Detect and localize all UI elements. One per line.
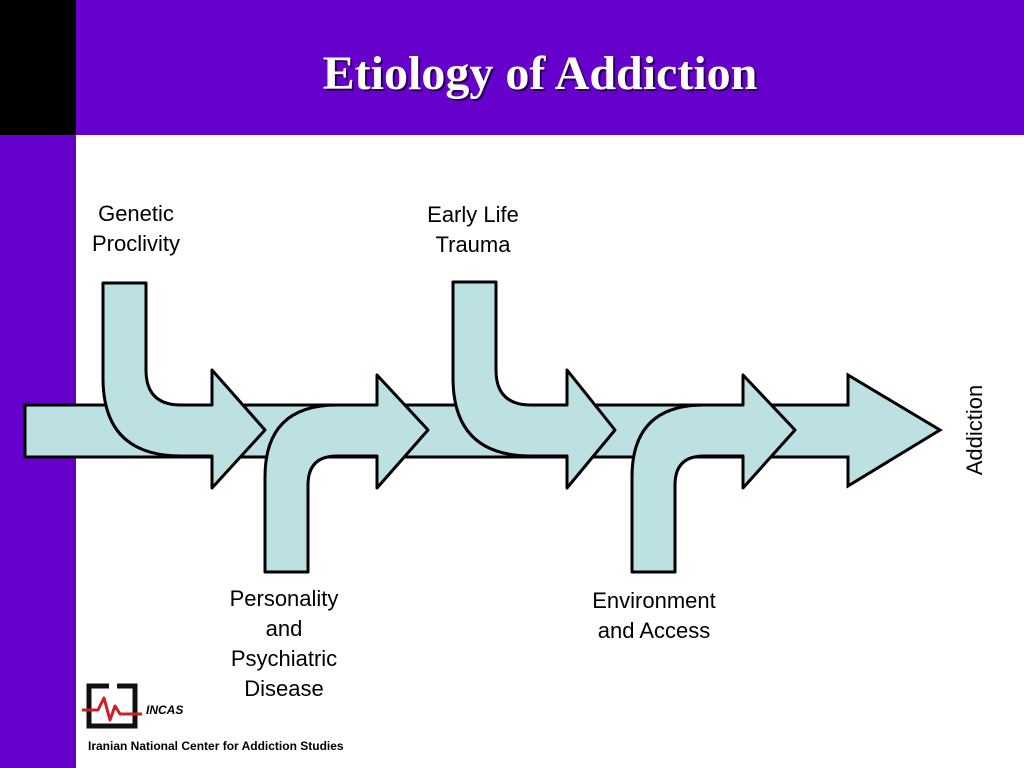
label-personality-psychiatric-disease: Personality and Psychiatric Disease — [209, 584, 359, 704]
bent-arrow-environment — [630, 373, 797, 574]
organization-name: Iranian National Center for Addiction St… — [88, 739, 344, 753]
outcome-label-addiction: Addiction — [962, 384, 987, 476]
bent-arrow-personality — [263, 373, 430, 574]
label-line: Trauma — [435, 232, 511, 257]
label-line: Environment — [592, 588, 716, 613]
label-line: Proclivity — [91, 231, 180, 256]
label-line: Genetic — [98, 201, 174, 226]
label-line: and Access — [597, 618, 711, 643]
slide-title: Etiology of Addiction — [322, 47, 758, 100]
label-line: Early Life — [427, 202, 519, 227]
logo-text: INCAS — [146, 703, 184, 717]
label-environment-access: Environment and Access — [574, 586, 734, 646]
label-line: and — [265, 616, 303, 641]
corner-block — [0, 0, 76, 135]
title-band — [0, 0, 1024, 135]
label-line: Psychiatric — [230, 646, 338, 671]
label-line: Personality — [229, 586, 339, 611]
bent-arrow-genetic — [101, 281, 267, 490]
label-early-life-trauma: Early Life Trauma — [403, 200, 543, 260]
label-genetic-proclivity: Genetic Proclivity — [66, 199, 206, 259]
bent-arrow-trauma — [451, 280, 617, 490]
label-line: Disease — [244, 676, 324, 701]
incas-logo-icon — [82, 683, 142, 729]
